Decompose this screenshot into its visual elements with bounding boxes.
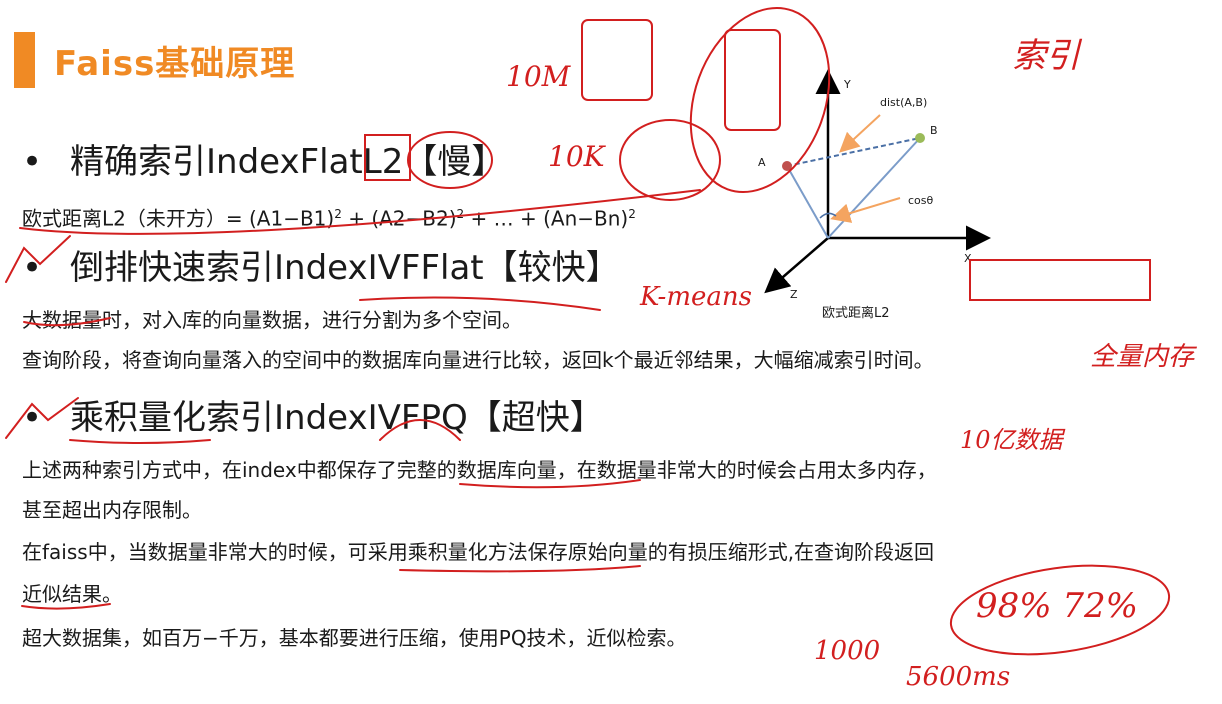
bullet-marker: • xyxy=(22,248,43,288)
z-axis xyxy=(764,237,829,294)
ink-box-1 xyxy=(581,19,653,101)
diagram-caption: 欧式距离L2 xyxy=(822,306,890,321)
pq-line-2: 甚至超出内存限制。 xyxy=(22,498,202,522)
pq-line-1: 上述两种索引方式中，在index中都保存了完整的数据库向量，在数据量非常大的时候… xyxy=(22,458,937,482)
note-full-memory: 全量内存 xyxy=(1090,342,1195,372)
formula-exponent: 2 xyxy=(628,207,636,221)
ink-cluster xyxy=(619,119,721,201)
bullet-text: 乘积量化索引IndexIVFPQ【超快】 xyxy=(70,398,604,438)
dist-label: dist(A,B) xyxy=(880,96,928,109)
note-10k: 10K xyxy=(548,140,605,173)
angle-arc xyxy=(819,212,837,219)
point-a-marker xyxy=(782,161,792,171)
x-axis-label: X xyxy=(964,252,972,265)
pq-line-4: 近似结果。 xyxy=(22,582,122,606)
cos-label: cosθ xyxy=(908,194,934,207)
formula-line: 欧式距离L2（未开方）= (A1−B1)2 + (A2−B2)2 + … + (… xyxy=(22,200,636,233)
slide-title: Faiss基础原理 xyxy=(54,44,296,84)
point-b-label: B xyxy=(930,124,938,137)
bullet-marker: • xyxy=(22,142,43,182)
ink-box-2 xyxy=(724,29,781,131)
note-index: 索引 xyxy=(1012,36,1080,76)
note-1000: 1000 xyxy=(814,636,881,666)
ink-circle-top xyxy=(689,7,831,193)
bullet-text: 倒排快速索引IndexIVFFlat【较快】 xyxy=(70,248,620,288)
ink-boxes xyxy=(969,259,1151,301)
formula-exponent: 2 xyxy=(334,207,342,221)
note-5600ms: 5600ms xyxy=(906,662,1011,692)
note-kmeans: K-means xyxy=(640,282,752,312)
formula-term-n: + … + (An−Bn) xyxy=(464,206,629,231)
note-10m: 10M xyxy=(506,60,571,93)
z-axis-label: Z xyxy=(790,288,798,301)
note-1b-data: 10亿数据 xyxy=(960,426,1063,454)
bullet-marker: • xyxy=(22,398,43,438)
distance-line xyxy=(786,137,921,167)
formula-term-2: + (A2−B2) xyxy=(341,206,457,231)
point-b-marker xyxy=(915,133,925,143)
vector-a xyxy=(786,165,829,239)
cos-arrow xyxy=(830,197,901,223)
bullet-text: 精确索引IndexFlatL2【慢】 xyxy=(70,142,506,182)
point-a-label: A xyxy=(758,156,766,169)
pq-line-5: 超大数据集，如百万−千万，基本都要进行压缩，使用PQ技术，近似检索。 xyxy=(22,626,687,650)
note-recall: 98% 72% xyxy=(976,586,1138,626)
dist-arrow xyxy=(839,114,881,153)
vector-b xyxy=(827,137,921,239)
ink-underline-pq-method xyxy=(399,565,641,573)
ivf-line-1: 大数据量时，对入库的向量数据，进行分割为多个空间。 xyxy=(22,308,522,332)
ivf-line-2: 查询阶段，将查询向量落入的空间中的数据库向量进行比较，返回k个最近邻结果，大幅缩… xyxy=(22,348,934,372)
y-axis-label: Y xyxy=(844,78,851,91)
title-accent-bar xyxy=(14,32,35,88)
formula-prefix: 欧式距离L2（未开方）= (A1−B1) xyxy=(22,206,335,231)
ink-underline-pq xyxy=(69,439,211,444)
pq-line-3: 在faiss中，当数据量非常大的时候，可采用乘积量化方法保存原始向量的有损压缩形… xyxy=(22,540,935,564)
